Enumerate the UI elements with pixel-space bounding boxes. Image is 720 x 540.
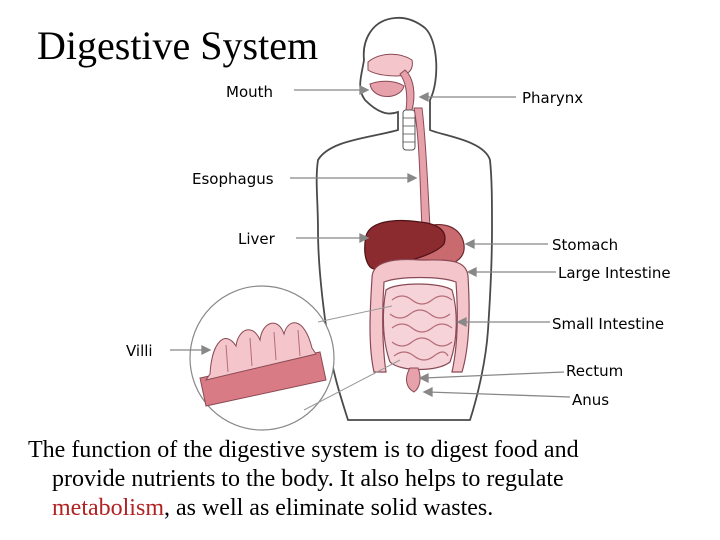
label-stomach: Stomach — [552, 236, 619, 254]
label-villi: Villi — [126, 342, 153, 360]
label-liver: Liver — [238, 230, 275, 248]
label-rectum: Rectum — [566, 362, 624, 380]
body-outline — [315, 16, 493, 421]
large-intestine-shape — [369, 258, 470, 373]
small-intestine-shape — [382, 283, 457, 371]
label-pharynx: Pharynx — [522, 89, 584, 107]
label-anus: Anus — [572, 391, 610, 409]
label-large-intestine: Large Intestine — [558, 264, 671, 282]
metabolism-highlight: metabolism — [52, 495, 164, 521]
liver-shape — [364, 219, 446, 271]
caption-line-1: The function of the digestive system is … — [28, 437, 579, 463]
caption-line-3: metabolism, as well as eliminate solid w… — [28, 494, 708, 523]
label-mouth: Mouth — [226, 83, 274, 101]
label-small-intestine: Small Intestine — [552, 315, 665, 333]
trachea — [402, 109, 416, 151]
rectum-shape — [406, 367, 421, 393]
label-esophagus: Esophagus — [192, 170, 274, 188]
caption-paragraph: The function of the digestive system is … — [28, 436, 708, 523]
caption-line-2: provide nutrients to the body. It also h… — [52, 466, 564, 492]
page-title: Digestive System — [37, 23, 319, 68]
esophagus-tube — [413, 107, 431, 229]
villi-folds — [204, 322, 317, 381]
mouth-cavity — [369, 80, 405, 97]
caption-line-3-rest: , as well as eliminate solid wastes. — [163, 495, 494, 521]
